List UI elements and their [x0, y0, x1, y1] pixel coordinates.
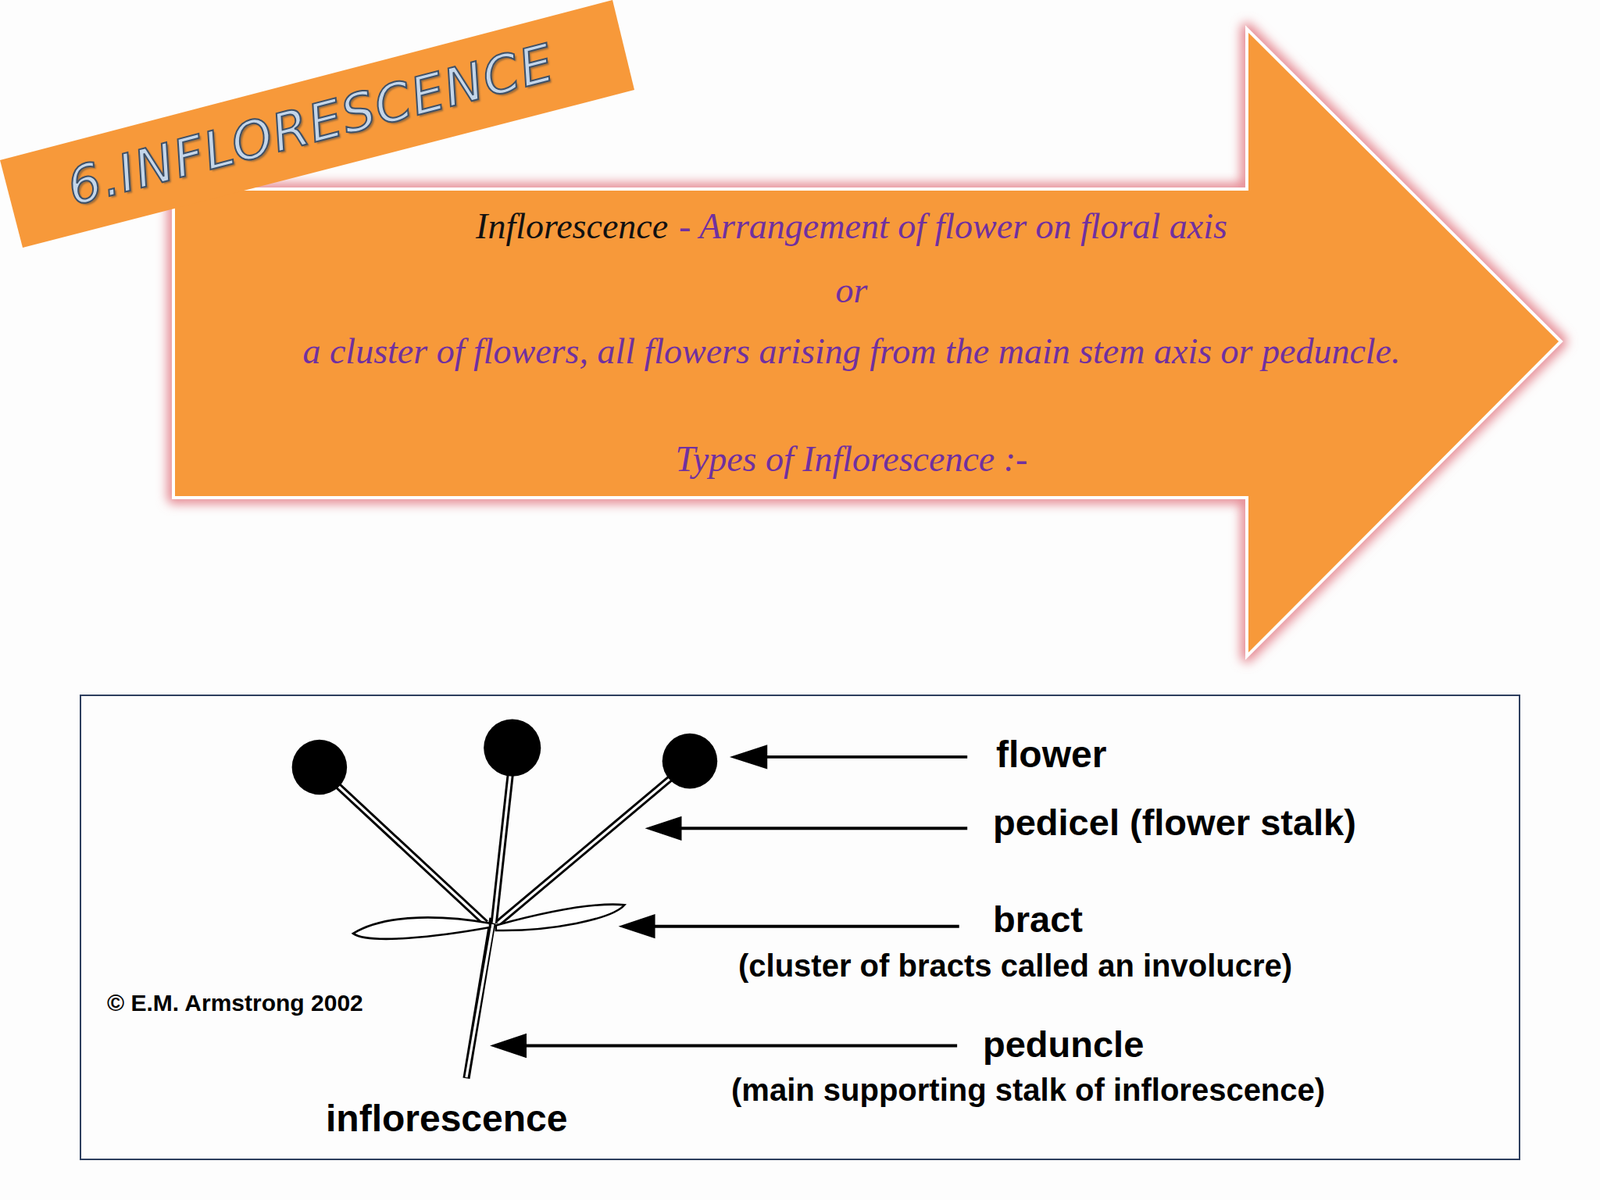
part-label: peduncle — [982, 1023, 1144, 1065]
leader-line — [649, 925, 960, 929]
leader-head — [618, 914, 656, 939]
part-label: pedicel (flower stalk) — [992, 801, 1357, 843]
section-heading: Types of Inflorescence :- — [675, 439, 1029, 479]
figure-label: inflorescence — [325, 1097, 568, 1140]
definition-text: - Arrangement of flower on floral axis — [678, 206, 1228, 247]
text-line: Inflorescence- Arrangement of flower on … — [289, 203, 1415, 249]
peduncle-outline — [466, 917, 493, 1079]
definition-text: a cluster of flowers, all flowers arisin… — [302, 331, 1400, 372]
part-label: bract — [992, 898, 1083, 940]
slide-title: 6.INFLORESCENCE — [60, 32, 561, 218]
bract-leaf — [496, 904, 625, 931]
term-word: Inflorescence — [475, 206, 668, 247]
text-line: a cluster of flowers, all flowers arisin… — [289, 328, 1415, 374]
text-line: (main supporting stalk of inflorescence) — [731, 1071, 1325, 1109]
leader-head — [729, 744, 768, 769]
pedicel-stalks — [326, 767, 684, 1079]
pedicel-outline — [493, 775, 511, 923]
leader-line — [520, 1044, 958, 1048]
copyright-note: © E.M. Armstrong 2002 — [107, 989, 364, 1016]
flower-dot — [662, 733, 718, 790]
text-line: Types of Inflorescence :- — [289, 436, 1415, 482]
flower-dot — [292, 739, 348, 796]
text-line: flower — [996, 732, 1107, 778]
leader-head — [489, 1033, 527, 1058]
banner-shape — [0, 0, 635, 248]
text-line: peduncle — [982, 1022, 1144, 1067]
part-note: (main supporting stalk of inflorescence) — [731, 1072, 1325, 1108]
text-line: pedicel (flower stalk) — [992, 800, 1357, 845]
part-label: flower — [996, 733, 1107, 775]
pedicel-outline — [497, 767, 684, 924]
bract-leaf — [353, 917, 490, 939]
connector-word: or — [835, 270, 868, 311]
pedicel-inner — [497, 767, 684, 924]
pedicel-inner — [326, 775, 486, 923]
peduncle-inner — [466, 924, 493, 1078]
text-line: bract — [992, 897, 1083, 942]
pedicel-inner — [493, 775, 511, 923]
leader-head — [644, 816, 682, 841]
leader-line — [675, 826, 968, 830]
figure-frame: flower pedicel (flower stalk) bract (cluste… — [79, 694, 1521, 1161]
leader-line — [760, 755, 968, 759]
flower-dot — [483, 719, 541, 777]
part-note: (cluster of bracts called an involucre) — [738, 948, 1293, 983]
text-line: © E.M. Armstrong 2002 — [107, 989, 364, 1018]
leader-arrows — [489, 744, 968, 1058]
text-line: or — [289, 267, 1415, 313]
pedicel-outline — [326, 775, 486, 923]
text-line: inflorescence — [325, 1096, 568, 1142]
text-line: (cluster of bracts called an involucre) — [738, 946, 1293, 985]
